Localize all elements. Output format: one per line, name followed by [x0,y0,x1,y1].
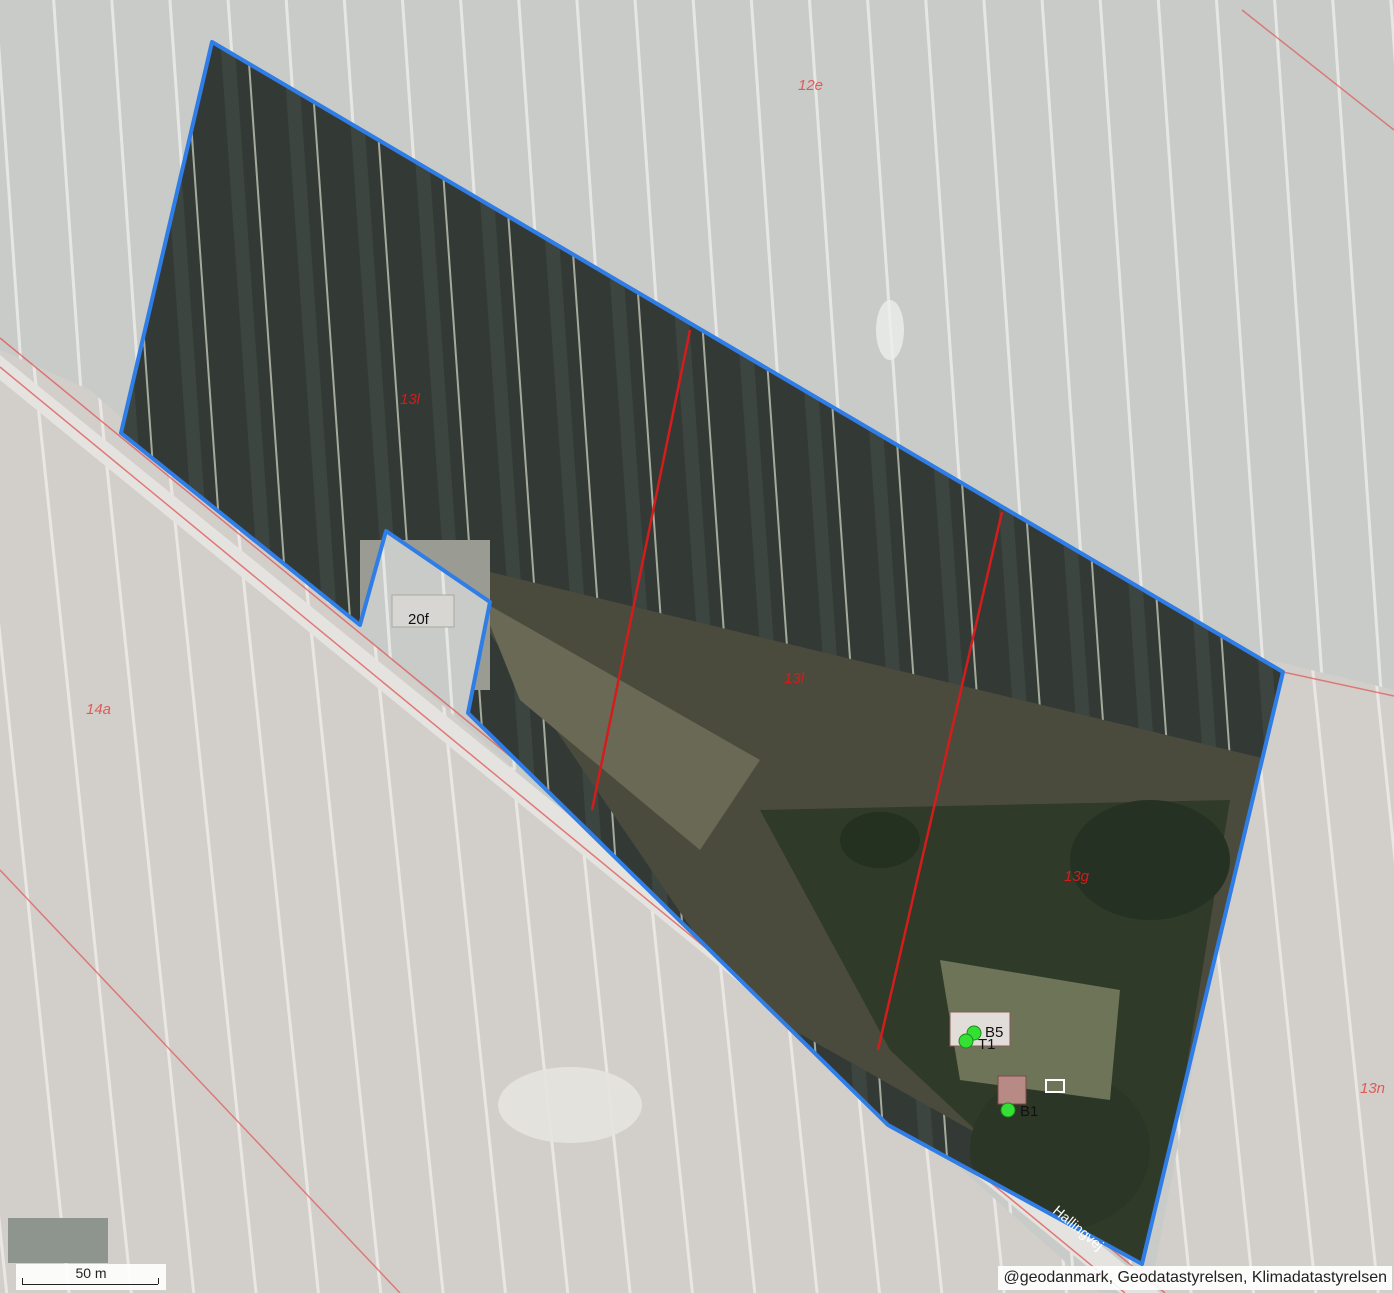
cadastral-line-east [1241,9,1394,131]
parcel-label-13n: 13n [1360,1080,1385,1097]
scale-bar-tick [22,1278,23,1284]
parcel-label-13l: 13l [784,670,805,687]
building-label-t1: T1 [978,1036,996,1053]
parcel-label-14a: 14a [86,701,111,718]
marker-b1[interactable] [1000,1102,1016,1118]
building-20f [391,594,455,628]
cadastral-division-2 [876,511,1004,1051]
field-patch-2 [876,300,904,360]
marker-t1[interactable] [958,1033,974,1049]
property-boundary[interactable] [119,40,1285,1266]
scale-bar-line [22,1284,158,1285]
parcel-label-12e: 12e [798,77,823,94]
building-label-b1: B1 [1020,1103,1038,1120]
building-label-20f: 20f [408,611,430,628]
parcel-label-13l: 13l [400,391,421,408]
scale-bar-label: 50 m [75,1265,107,1281]
map-attribution: @geodanmark, Geodatastyrelsen, Klimadata… [998,1266,1392,1290]
cadastral-line-west [0,869,401,1293]
building-label-b5: B5 [985,1024,1003,1041]
cadastral-line-east-road [1282,671,1394,697]
map-corner-patch [8,1218,108,1263]
field-patch [498,1067,642,1143]
parcel-label-13g: 13g [1064,868,1090,885]
shed [1045,1079,1065,1093]
scale-bar-tick [158,1278,159,1284]
building-b1 [997,1075,1027,1105]
cadastral-division-1 [590,329,692,811]
scale-bar: 50 m [16,1264,166,1290]
field-east [1150,660,1394,1293]
